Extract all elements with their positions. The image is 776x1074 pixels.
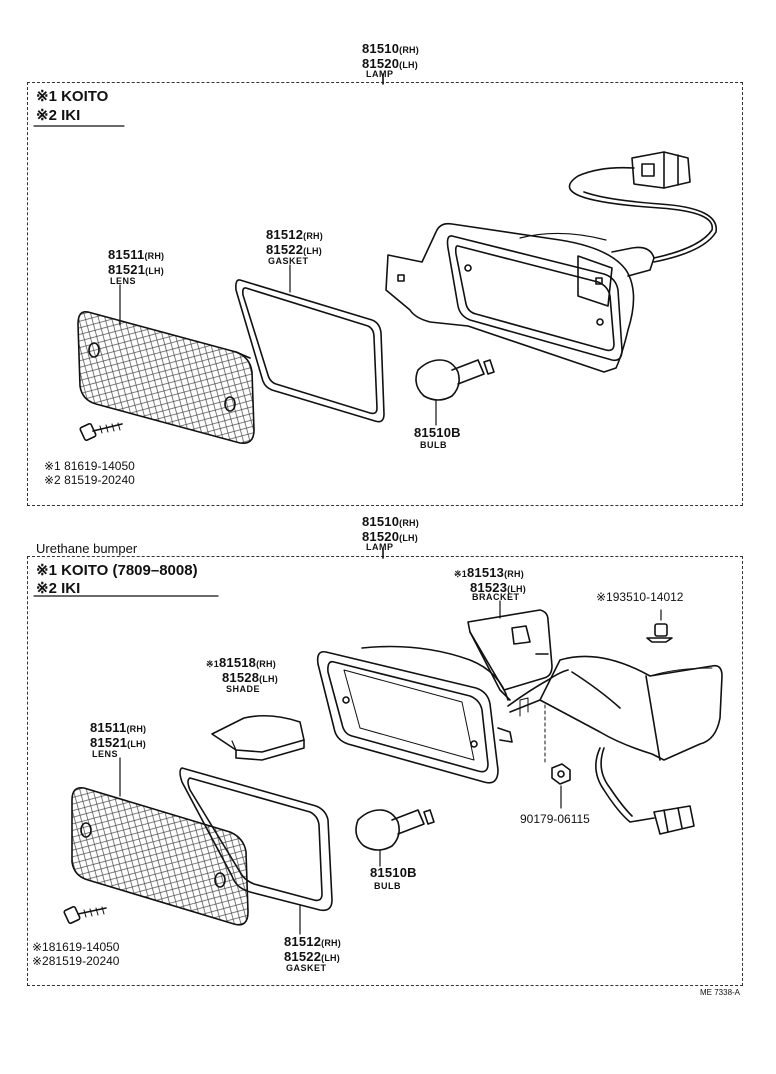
- top-bulb-label: 81510B: [414, 425, 461, 440]
- bottom-screw-shape: [63, 905, 107, 925]
- top-lens-name: LENS: [110, 276, 137, 286]
- bottom-section-title: Urethane bumper: [36, 541, 138, 556]
- bottom-shade-name: SHADE: [226, 684, 261, 694]
- top-lamp-housing-shape: [385, 222, 655, 373]
- top-bulb-shape: [415, 359, 495, 401]
- bottom-bracket-shape: [467, 609, 553, 701]
- bottom-lamp-label: 81510(RH) 81520(LH): [362, 514, 419, 544]
- top-wire-connector-shape: [568, 151, 717, 263]
- bottom-gasket-label: 81512(RH) 81522(LH): [284, 934, 341, 964]
- bottom-nut-label: 90179-06115: [520, 812, 590, 826]
- bottom-lamp-name: LAMP: [366, 542, 394, 552]
- top-screw-label-1: ※1 81619-14050: [44, 459, 135, 473]
- top-maker-2: ※2 IKI: [36, 107, 81, 124]
- bottom-back-cover-shape: [539, 655, 723, 761]
- top-maker-1: ※1 KOITO: [36, 88, 109, 105]
- top-gasket-shape: [235, 279, 385, 423]
- bottom-screw-label-1: ※181619-14050: [32, 940, 120, 954]
- top-gasket-name: GASKET: [268, 256, 309, 266]
- top-lamp-rh: 81510: [362, 41, 400, 56]
- top-lens-label: 81511(RH) 81521(LH): [108, 247, 165, 277]
- top-screw-shape: [79, 422, 123, 442]
- bottom-bolt-label: ※193510-14012: [596, 590, 684, 604]
- bottom-screw-label-2: ※281519-20240: [32, 954, 120, 968]
- bottom-lens-shape: [71, 786, 249, 926]
- bottom-shade-label: ※181518(RH) 81528(LH): [206, 655, 278, 685]
- bottom-lens-name: LENS: [92, 749, 119, 759]
- bottom-maker-2: ※2 IKI: [36, 580, 81, 597]
- bottom-lamp-housing-shape: [316, 645, 569, 784]
- bottom-bulb-name: BULB: [374, 881, 401, 891]
- top-bulb-name: BULB: [420, 440, 447, 450]
- top-lamp-lh: 81520: [362, 56, 400, 71]
- bottom-shade-shape: [211, 714, 305, 761]
- bottom-bolt-shape: [646, 609, 673, 643]
- top-lamp-name: LAMP: [366, 69, 394, 79]
- bottom-gasket-shape: [179, 767, 333, 935]
- bottom-bulb-label: 81510B: [370, 865, 417, 880]
- bottom-bracket-label: ※181513(RH) 81523(LH): [454, 565, 526, 595]
- top-screw-label-2: ※2 81519-20240: [44, 473, 135, 487]
- top-section-frame: [27, 82, 743, 506]
- bottom-nut-shape: [544, 704, 571, 809]
- bottom-section-frame: [27, 556, 743, 986]
- bottom-wire-connector-shape: [595, 747, 695, 835]
- top-lens-shape: [77, 310, 255, 445]
- bottom-maker-1: ※1 KOITO (7809–8008): [36, 562, 198, 579]
- figure-code: ME 7338-A: [700, 988, 741, 997]
- bottom-lens-label: 81511(RH) 81521(LH): [90, 720, 147, 750]
- top-gasket-label: 81512(RH) 81522(LH): [266, 227, 323, 257]
- bottom-gasket-name: GASKET: [286, 963, 327, 973]
- bottom-bracket-name: BRACKET: [472, 592, 520, 602]
- bottom-bulb-shape: [355, 809, 435, 867]
- top-lamp-label: 81510(RH) 81520(LH): [362, 41, 419, 71]
